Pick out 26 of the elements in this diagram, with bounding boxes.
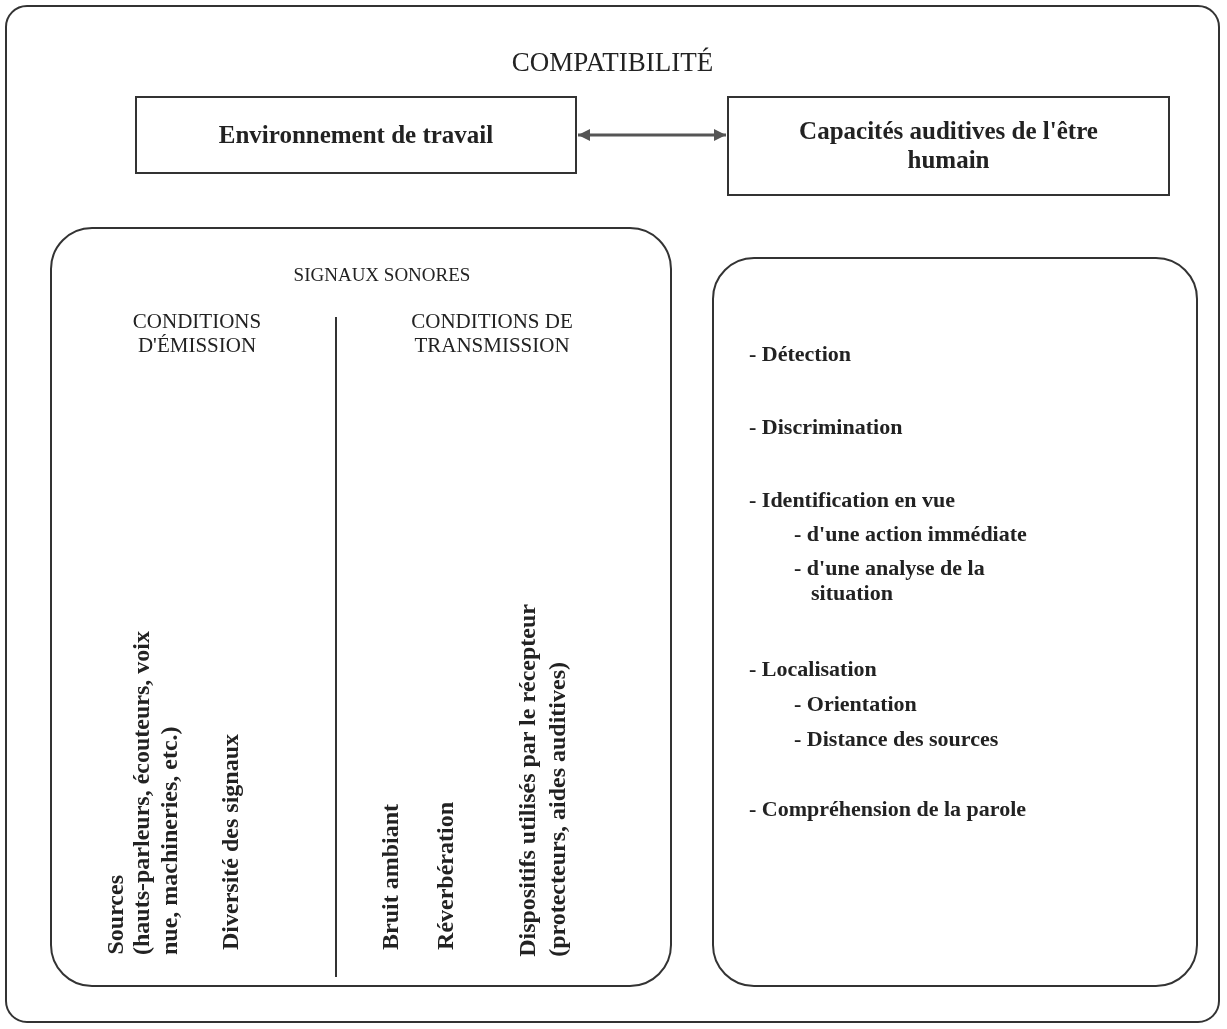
- column-heading: CONDITIONS DE TRANSMISSION: [410, 309, 574, 358]
- list-item: - d'une analyse de la situation: [794, 555, 986, 606]
- text-box: Capacités auditives de l'être humain: [727, 96, 1170, 196]
- vertical-text: (protecteurs, aides auditives): [544, 662, 571, 957]
- vertical-text: (hauts-parleurs, écouteurs, voix nue, machineries, etc.): [128, 630, 183, 955]
- frame-title: COMPATIBILITÉ: [510, 47, 715, 79]
- vertical-text: Bruit ambiant: [377, 804, 404, 950]
- vertical-text: Sources: [102, 875, 129, 955]
- list-item: - Orientation: [794, 691, 918, 717]
- text-box: Environnement de travail: [135, 96, 577, 174]
- list-item: - Détection: [749, 341, 852, 367]
- vertical-text: Réverbération: [432, 802, 459, 950]
- list-item: - Distance des sources: [794, 726, 1000, 752]
- list-item: - Identification en vue: [749, 487, 956, 513]
- list-item: - d'une action immédiate: [794, 521, 1028, 547]
- list-item: - Localisation: [749, 656, 878, 682]
- outer-frame: [5, 5, 1220, 1023]
- double-arrow: [578, 129, 726, 141]
- column-heading: CONDITIONS D'ÉMISSION: [131, 309, 263, 358]
- panel-heading: SIGNAUX SONORES: [292, 264, 472, 286]
- rounded-panel: [50, 227, 672, 987]
- vertical-text: Dispositifs utilisés par le récepteur: [514, 604, 541, 957]
- list-item: - Compréhension de la parole: [749, 796, 1028, 822]
- list-item: - Discrimination: [749, 414, 904, 440]
- rounded-panel: [712, 257, 1198, 987]
- vertical-text: Diversité des signaux: [217, 734, 244, 950]
